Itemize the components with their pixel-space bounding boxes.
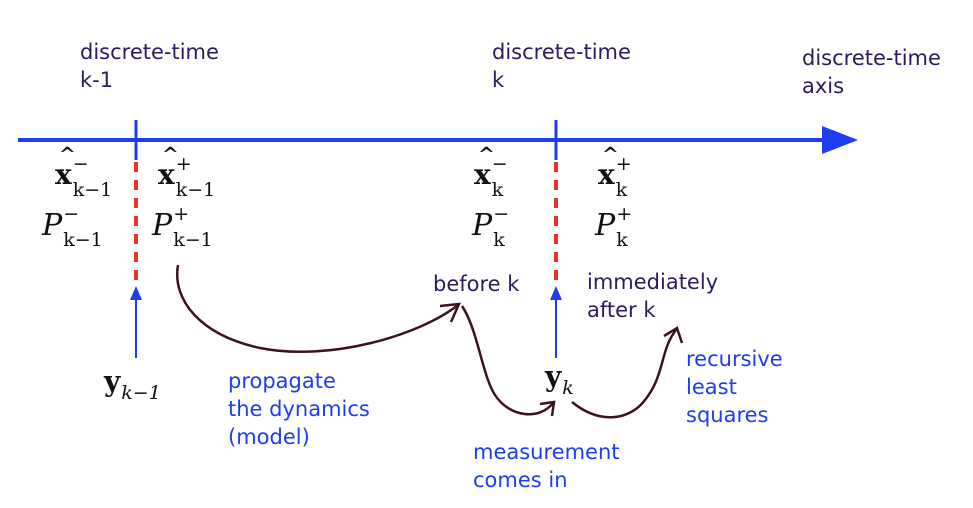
measurement-arrowhead-k-minus-1 <box>130 286 142 300</box>
label-discrete-time-axis: discrete-time axis <box>802 46 941 98</box>
p-k-minus-1-prior: P−k−1 <box>42 203 103 251</box>
measurement-curve-arrowhead <box>539 400 556 417</box>
propagate-curve-arrowhead <box>439 302 462 323</box>
label-discrete-time-k-minus-1: discrete-time k-1 <box>80 40 219 92</box>
x-hat-k-prior: x−k <box>474 142 508 200</box>
y-k-minus-1: yk−1 <box>104 365 161 404</box>
label-measurement-comes-in: measurement comes in <box>473 440 620 492</box>
label-propagate-dynamics: propagate the dynamics (model) <box>228 369 370 449</box>
p-k-posterior: P+k <box>595 203 633 251</box>
label-immediately-after-k: immediately after k <box>587 270 719 322</box>
x-hat-k-minus-1-prior: x−k−1 <box>55 142 112 200</box>
p-k-prior: P−k <box>472 203 510 251</box>
propagate-curve <box>175 264 459 354</box>
y-k: yk <box>545 360 574 399</box>
label-before-k: before k <box>433 272 520 296</box>
p-k-minus-1-posterior: P+k−1 <box>152 203 213 251</box>
rls-curve <box>571 329 677 419</box>
x-hat-k-minus-1-posterior: x+k−1 <box>158 142 215 200</box>
x-hat-k-posterior: x+k <box>598 142 632 200</box>
measurement-curve <box>460 305 554 416</box>
label-recursive-least-squares: recursive least squares <box>686 347 783 427</box>
rls-curve-arrowhead <box>663 326 684 344</box>
measurement-arrowhead-k <box>550 286 562 300</box>
time-axis-arrowhead <box>822 126 858 154</box>
label-discrete-time-k: discrete-time k <box>492 40 631 92</box>
